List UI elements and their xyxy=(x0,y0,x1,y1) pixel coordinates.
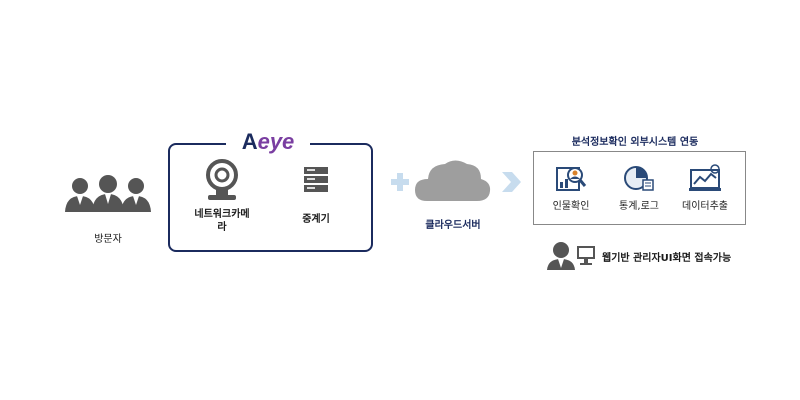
aeye-logo-a: A xyxy=(241,129,258,154)
relay-label: 중계기 xyxy=(302,214,330,225)
aeye-logo: Aeye xyxy=(226,128,310,156)
item-stats-log-label: 통계,로그 xyxy=(619,201,659,212)
relay-icon xyxy=(304,167,328,192)
admin-pc-icon xyxy=(547,242,595,270)
external-title: 분석정보확인 외부시스템 연동 xyxy=(571,137,699,148)
plus-icon xyxy=(391,173,409,191)
item-data-extract-label: 데이터추출 xyxy=(682,201,728,212)
item-person-check-label: 인물확인 xyxy=(552,201,590,212)
cloud-label: 클라우드서버 xyxy=(425,220,481,231)
camera-label: 네트워크카메 라 xyxy=(194,209,250,233)
stats-log-icon xyxy=(624,166,654,191)
external-box xyxy=(533,151,746,225)
item-data-extract: 데이터추출 xyxy=(672,164,738,212)
arrow-right-icon xyxy=(502,172,521,192)
visitors-group: 방문자 xyxy=(64,172,152,252)
visitors-icon xyxy=(65,175,151,212)
cloud-icon xyxy=(415,160,491,201)
data-extract-icon xyxy=(689,164,721,191)
web-access-label: 웹기반 관리자UI화면 접속가능 xyxy=(602,253,732,264)
camera-icon xyxy=(206,159,238,200)
person-search-icon xyxy=(556,167,587,191)
visitors-label: 방문자 xyxy=(94,234,122,245)
camera-group: 네트워크카메 라 xyxy=(182,158,262,240)
aeye-logo-eye: eye xyxy=(257,129,295,154)
item-stats-log: 통계,로그 xyxy=(606,164,672,212)
item-person-check: 인물확인 xyxy=(540,164,602,212)
relay-group: 중계기 xyxy=(284,166,348,226)
